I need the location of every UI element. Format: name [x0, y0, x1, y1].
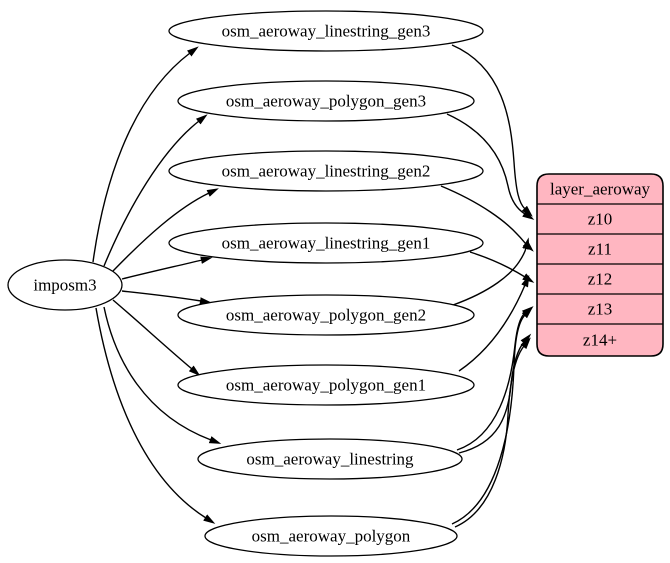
table-ellipse — [168, 150, 484, 192]
edge-osm_aeroway_polygon-to-z13 — [451, 307, 533, 525]
edge-imposm3-to-osm_aeroway_polygon — [95, 307, 216, 524]
edge-osm_aeroway_linestring_gen3-to-z10 — [451, 44, 533, 217]
node-osm-aeroway-linestring-gen2: osm_aeroway_linestring_gen2 — [168, 150, 484, 192]
table-label: osm_aeroway_polygon_gen2 — [226, 306, 426, 325]
node-osm-aeroway-polygon: osm_aeroway_polygon — [204, 515, 458, 557]
edge-imposm3-to-osm_aeroway_linestring_gen1 — [121, 256, 213, 280]
edge-imposm3-to-osm_aeroway_linestring_gen2 — [112, 188, 219, 272]
edges-tables-to-layer — [440, 44, 535, 528]
layer-row-label-z11: z11 — [588, 240, 612, 259]
edge-imposm3-to-osm_aeroway_polygon_gen3 — [103, 114, 208, 267]
layer-row-label-z14: z14+ — [583, 331, 617, 350]
table-ellipse — [204, 515, 458, 557]
layer-record-box — [536, 173, 664, 357]
edge-osm_aeroway_polygon-to-z14 — [454, 337, 531, 528]
layer-row-label-z10: z10 — [588, 210, 613, 229]
table-ellipse — [197, 438, 463, 480]
node-osm-aeroway-linestring: osm_aeroway_linestring — [197, 438, 463, 480]
layer-row-label-z12: z12 — [588, 270, 613, 289]
edge-imposm3-to-osm_aeroway_linestring_gen3 — [92, 46, 199, 263]
table-ellipse — [168, 222, 484, 264]
edge-imposm3-to-osm_aeroway_polygon_gen2 — [121, 290, 212, 305]
node-osm-aeroway-polygon-gen2: osm_aeroway_polygon_gen2 — [177, 294, 475, 336]
node-imposm3: imposm3 — [7, 259, 123, 311]
table-ellipse — [168, 10, 484, 52]
node-layer-aeroway: layer_aeroway z10 z11 z12 z13 z14+ — [536, 173, 664, 357]
table-label: osm_aeroway_linestring_gen3 — [222, 22, 431, 41]
node-osm-aeroway-linestring-gen3: osm_aeroway_linestring_gen3 — [168, 10, 484, 52]
layer-row-label-z13: z13 — [588, 300, 613, 319]
source-label: imposm3 — [33, 276, 96, 295]
edge-osm_aeroway_polygon_gen3-to-z10 — [446, 113, 535, 220]
table-ellipse — [177, 294, 475, 336]
node-osm-aeroway-polygon-gen3: osm_aeroway_polygon_gen3 — [177, 80, 475, 122]
table-label: osm_aeroway_linestring_gen1 — [222, 234, 431, 253]
edge-osm_aeroway_polygon_gen2-to-z11 — [452, 237, 530, 306]
edge-imposm3-to-osm_aeroway_polygon_gen1 — [112, 299, 201, 377]
node-osm-aeroway-polygon-gen1: osm_aeroway_polygon_gen1 — [177, 364, 475, 406]
table-label: osm_aeroway_polygon_gen1 — [226, 376, 426, 395]
edge-imposm3-to-osm_aeroway_linestring — [103, 306, 222, 444]
table-label: osm_aeroway_linestring_gen2 — [222, 162, 431, 181]
table-label: osm_aeroway_polygon_gen3 — [226, 92, 426, 111]
node-osm-aeroway-linestring-gen1: osm_aeroway_linestring_gen1 — [168, 222, 484, 264]
table-ellipse — [177, 80, 475, 122]
table-label: osm_aeroway_polygon — [252, 527, 411, 546]
edge-osm_aeroway_polygon_gen1-to-z12 — [458, 274, 530, 372]
source-ellipse — [7, 259, 123, 311]
table-ellipse — [177, 364, 475, 406]
layer-title: layer_aeroway — [550, 180, 651, 199]
table-label: osm_aeroway_linestring — [246, 450, 414, 469]
edge-osm_aeroway_linestring_gen1-to-z12 — [469, 251, 535, 283]
edges-source-to-tables — [92, 46, 222, 524]
